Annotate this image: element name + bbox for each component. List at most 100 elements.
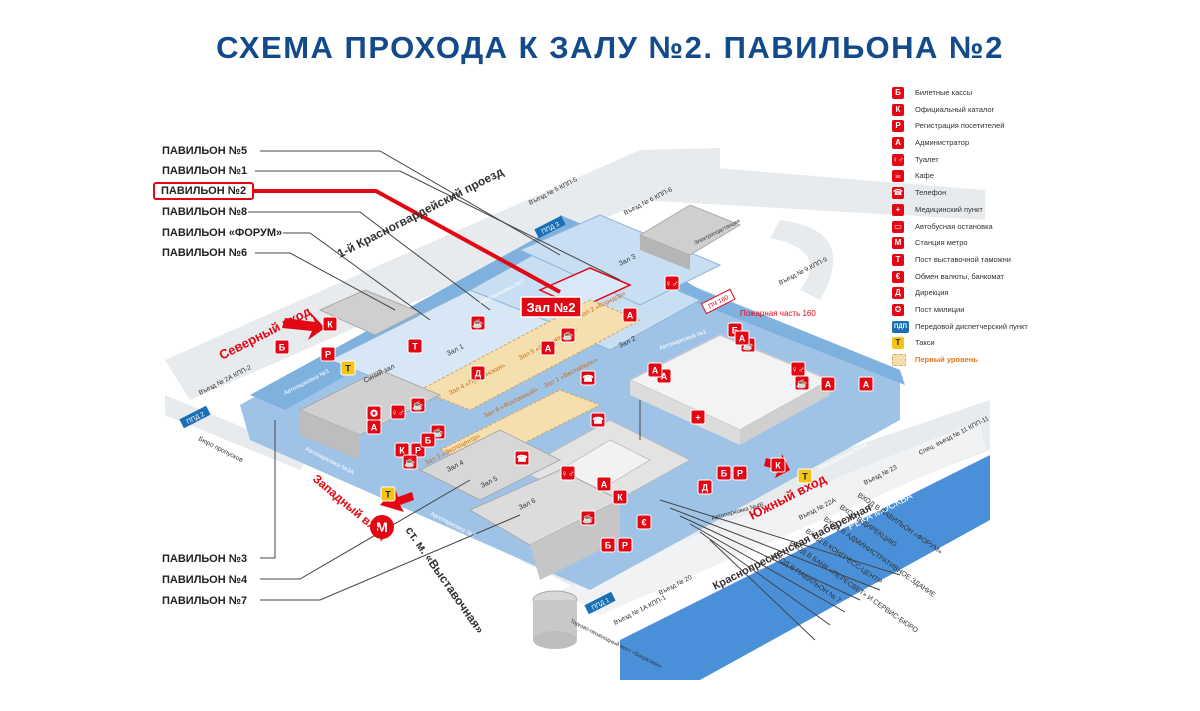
legend-label: Пост милиции: [915, 304, 965, 314]
pavilion-forum-label[interactable]: ПАВИЛЬОН «ФОРУМ»: [162, 227, 283, 239]
map-marker-icon: [690, 409, 706, 425]
map-marker-glyph: ☎: [592, 416, 603, 426]
first-level-gallery: [418, 299, 642, 411]
legend-label: Официальный каталог: [915, 104, 995, 114]
map-marker-icon: [402, 454, 418, 470]
legend-icon: К: [892, 103, 904, 116]
legend-icon: Т: [892, 253, 904, 266]
north-entrance-arrow: [282, 312, 325, 340]
map-marker-icon: [580, 370, 596, 386]
legend-item: ♀♂Туалет: [892, 153, 1092, 170]
legend-icon: Д: [892, 287, 904, 300]
pavilion-3-label[interactable]: ПАВИЛЬОН №3: [162, 553, 248, 565]
north-building: [318, 289, 422, 336]
map-marker-icon: [794, 375, 810, 391]
legend-icon: [892, 354, 906, 366]
map-marker-icon: [560, 465, 576, 481]
map-marker-icon: [697, 479, 713, 495]
legend-label: Такси: [915, 338, 935, 348]
map-marker-icon: [636, 514, 652, 530]
pavilion-5-label[interactable]: ПАВИЛЬОН №5: [162, 145, 248, 157]
svg-text:M: M: [376, 519, 388, 535]
map-marker-icon: [320, 346, 336, 362]
map-marker-glyph: Б: [721, 469, 728, 479]
hall-2-badge: [520, 296, 582, 318]
map-marker-icon: [622, 307, 638, 323]
map-marker-icon: [560, 327, 576, 343]
map-marker-icon: [322, 316, 338, 332]
map-marker-glyph: ♀♂: [561, 469, 575, 479]
pavilion-8-label[interactable]: ПАВИЛЬОН №8: [162, 206, 248, 218]
map-marker-glyph: €: [641, 518, 646, 528]
map-marker-glyph: Т: [345, 364, 351, 374]
map-marker-icon: [617, 537, 633, 553]
map-marker-icon: [797, 468, 813, 484]
map-marker-icon: [732, 465, 748, 481]
map-marker-glyph: Р: [415, 446, 421, 456]
legend-item: К Официальный каталог: [892, 103, 1092, 120]
ppd-3-box: [534, 215, 566, 239]
legend-item: €Обмен валюты, банкомат: [892, 270, 1092, 287]
map-marker-glyph: А: [825, 380, 832, 390]
map-marker-icon: [540, 340, 556, 356]
legend-item: ☎Телефон: [892, 186, 1092, 203]
ppd-2-box: [179, 405, 211, 429]
map-marker-icon: [470, 315, 486, 331]
pavilion-1-label[interactable]: ПАВИЛЬОН №1: [162, 165, 248, 177]
legend-label: Первый уровень: [915, 355, 978, 364]
map-marker-glyph: ☎: [516, 454, 527, 464]
map-marker-icon: [394, 442, 410, 458]
pavilion-6-label[interactable]: ПАВИЛЬОН №6: [162, 247, 248, 259]
map-marker-glyph: К: [617, 493, 623, 503]
legend-icon: M: [892, 237, 904, 250]
map-marker-icon: [366, 419, 382, 435]
pavilion-4-label[interactable]: ПАВИЛЬОН №4: [162, 574, 248, 586]
legend-label: Автобусная остановка: [915, 221, 993, 231]
map-marker-glyph: К: [399, 446, 405, 456]
pavilion-4-block: [418, 429, 562, 501]
map-marker-glyph: ☕: [404, 457, 415, 468]
map-marker-glyph: Б: [425, 436, 432, 446]
legend-item: Первый уровень: [892, 353, 1092, 370]
map-marker-icon: [858, 376, 874, 392]
pavilion-2-label[interactable]: ПАВИЛЬОН №2: [153, 182, 255, 200]
map-marker-icon: [420, 432, 436, 448]
map-marker-glyph: Б: [732, 326, 739, 336]
map-marker-glyph: Д: [702, 483, 709, 493]
map-marker-icon: [770, 457, 786, 473]
legend-item: ▭Автобусная остановка: [892, 220, 1092, 237]
legend-label: Туалет: [915, 154, 939, 164]
map-marker-glyph: Т: [802, 472, 808, 482]
map-marker-glyph: А: [545, 344, 552, 354]
hall-2-route: [248, 189, 561, 294]
map-marker-icon: [470, 365, 486, 381]
page-title: СХЕМА ПРОХОДА К ЗАЛУ №2. ПАВИЛЬОНА №2: [216, 30, 1004, 65]
map-marker-icon: [274, 339, 290, 355]
road-ring: [770, 220, 834, 300]
map-marker-icon: [410, 397, 426, 413]
legend-label: Регистрация посетителей: [915, 121, 1005, 131]
map-marker-glyph: А: [371, 423, 378, 433]
fire-station-label: Пожарная часть 160: [740, 309, 816, 318]
map-marker-icon: [820, 376, 836, 392]
map-marker-glyph: ♀♂: [791, 365, 805, 375]
map-marker-glyph: ☕: [562, 330, 573, 341]
map-marker-glyph: Т: [412, 342, 418, 352]
legend-icon: ☎: [892, 187, 904, 200]
legend-icon: +: [892, 203, 904, 216]
map-marker-glyph: А: [627, 311, 634, 321]
map-marker-icon: [580, 510, 596, 526]
fire-badge: [700, 288, 736, 315]
map-marker-icon: [664, 275, 680, 291]
pavilion-7-label[interactable]: ПАВИЛЬОН №7: [162, 595, 248, 607]
hall-2-badge-label: Зал №2: [527, 300, 576, 315]
map-marker-glyph: Т: [385, 490, 391, 500]
map-marker-glyph: А: [661, 372, 668, 382]
